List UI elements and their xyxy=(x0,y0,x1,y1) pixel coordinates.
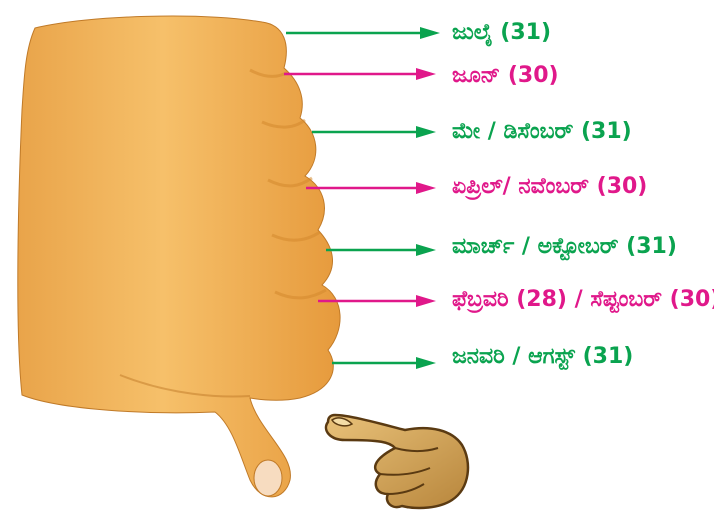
arrow-head xyxy=(416,182,436,194)
pointing-hand-icon xyxy=(326,415,468,508)
month-label-2: ಜೂನ್ (30) xyxy=(452,65,559,87)
month-label-4: ಏಪ್ರಿಲ್/ ನವೆಂಬರ್ (30) xyxy=(452,176,647,198)
arrow-1 xyxy=(286,27,440,39)
arrow-head xyxy=(416,244,436,256)
month-label-3: ಮೇ / ಡಿಸೆಂಬರ್ (31) xyxy=(452,121,632,143)
month-label-7: ಜನವರಿ / ಆಗಸ್ಟ್ (31) xyxy=(452,346,633,368)
arrow-4 xyxy=(306,182,436,194)
arrow-3 xyxy=(312,126,436,138)
arrow-7 xyxy=(332,357,436,369)
month-label-6: ಫೆಬ್ರವರಿ (28) / ಸೆಪ್ಟಂಬರ್ (30) xyxy=(452,289,714,311)
month-label-5: ಮಾರ್ಚ್ / ಅಕ್ಟೋಬರ್ (31) xyxy=(452,236,677,258)
arrow-head xyxy=(416,295,436,307)
arrow-2 xyxy=(284,68,436,80)
arrow-head xyxy=(416,68,436,80)
fist-icon xyxy=(18,16,340,497)
month-label-1: ಜುಲೈ (31) xyxy=(452,22,551,44)
arrow-head xyxy=(416,126,436,138)
arrow-5 xyxy=(326,244,436,256)
arrow-head xyxy=(420,27,440,39)
arrow-head xyxy=(416,357,436,369)
